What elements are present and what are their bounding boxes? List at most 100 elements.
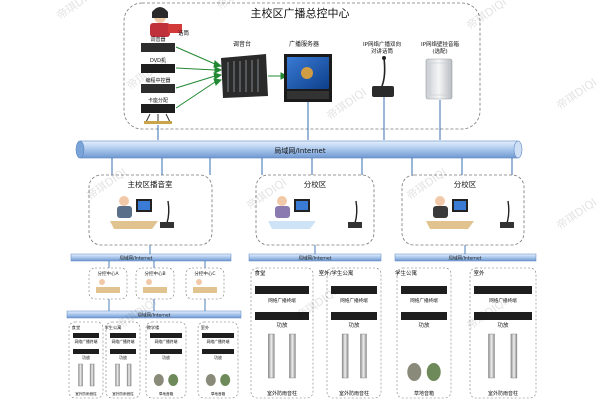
lawn-speaker-icon: [220, 374, 231, 386]
page-title: 主校区广播总控中心: [251, 6, 350, 20]
header-to-lan-links: [157, 97, 441, 140]
amplifier-label: 功放: [162, 354, 170, 360]
mixer-label: 调音台: [233, 40, 251, 48]
sub-control-centers: 分控中心A 分控中心B 分控中心C: [88, 267, 225, 300]
microphone-tag: 话筒: [178, 29, 190, 37]
column-speaker-icon: [126, 363, 132, 387]
terminal-label: 网络广播终端: [340, 297, 368, 304]
source-device-label-3: 卡座分配: [148, 97, 168, 104]
amplifier-device: [150, 349, 182, 354]
zone-name: 学生公寓: [395, 269, 418, 277]
terminal-label: 网络广播终端: [207, 339, 230, 344]
column-speaker-icon: [360, 333, 367, 379]
lan-label: 局域网/Internet: [274, 146, 325, 155]
column-speaker-icon: [78, 363, 83, 387]
source-device-label-1: DVD机: [150, 57, 166, 64]
sub-lan-label-1: 局域网/Internet: [299, 255, 332, 262]
ip-speaker-label-1: (选配): [432, 47, 447, 55]
controller-device: [141, 84, 175, 93]
column-speaker-icon: [341, 333, 349, 379]
dvd-device: [141, 64, 175, 73]
speaker-label: 草地音箱: [414, 390, 434, 397]
watermark-text: 帝琪DIQI: [554, 195, 599, 233]
speaker-label: 草地音箱: [159, 391, 174, 396]
amplifier-device: [202, 349, 234, 354]
amplifier-device: [331, 312, 377, 320]
zone-frame: [197, 321, 239, 399]
watermark-text: 帝琪DIQI: [54, 0, 99, 22]
sub-control-label-1: 分控中心B: [144, 270, 165, 277]
zone-name: 室外/学生公寓: [319, 269, 354, 277]
server-label: 广播服务器: [289, 40, 319, 48]
terminal-device: [255, 286, 309, 294]
sub-lan-label-3: 局域网/Internet: [138, 312, 171, 319]
column-speaker-icon: [289, 333, 296, 379]
terminal-label: 网络广播终端: [75, 339, 98, 344]
lawn-speaker-icon: [168, 374, 179, 386]
tuner-device: [141, 43, 175, 52]
paging-microphone-icon: [372, 56, 394, 97]
terminal-device: [474, 286, 532, 294]
cassette-device: [141, 104, 175, 113]
speaker-label: 室外防雨音柱: [267, 390, 297, 397]
amplifier-device: [73, 349, 99, 354]
amplifier-label: 功放: [497, 321, 509, 329]
campus-label-1: 分校区: [304, 179, 327, 189]
sub-lan-label-2: 局域网/Internet: [449, 255, 482, 262]
amplifier-label: 功放: [418, 321, 430, 329]
ip-speaker-label-0: IP网络壁挂音箱: [421, 40, 459, 48]
terminal-label: 网络广播终端: [489, 297, 517, 304]
zone-name: 食堂: [254, 269, 266, 277]
terminal-device: [73, 333, 99, 338]
zone-frame: [250, 267, 314, 399]
ip-paging-label-0: IP网络广播双向: [363, 40, 401, 48]
campus-branch-1-box: 分校区: [255, 174, 375, 246]
sub-control-label-0: 分控中心A: [97, 270, 119, 277]
amplifier-device: [255, 312, 309, 320]
source-device-label-2: 编程中控器: [145, 77, 170, 84]
amplifier-label: 功放: [82, 354, 90, 360]
speaker-label: 室外防雨音柱: [488, 390, 518, 397]
campus-branch-2-box: 分校区: [401, 174, 525, 246]
column-speaker-icon: [268, 333, 275, 379]
amplifier-label: 功放: [119, 354, 127, 360]
zone-frame: [145, 321, 187, 399]
lan-pipe: [75, 140, 523, 159]
mixer-device: [221, 54, 268, 98]
zone-name: 学生公寓: [105, 324, 122, 331]
campus-label-2: 分校区: [454, 179, 477, 189]
campus-label-0: 主校区播音室: [128, 179, 173, 189]
terminal-device: [331, 286, 377, 294]
zone-frame: [469, 267, 537, 399]
terminal-label: 网络广播终端: [112, 339, 135, 344]
speaker-label: 草地音箱: [211, 391, 226, 396]
amplifier-device: [110, 349, 136, 354]
sub-control-label-2: 分控中心C: [194, 270, 215, 277]
campus-to-sublan-links: [108, 245, 466, 311]
amplifier-device: [401, 312, 447, 320]
column-speaker-icon: [115, 363, 120, 387]
watermark-text: 帝琪DIQI: [464, 0, 509, 32]
terminal-device: [202, 333, 234, 338]
terminal-device: [401, 286, 447, 294]
terminal-device: [110, 333, 136, 338]
amplifier-label: 功放: [276, 321, 288, 329]
wall-speaker-icon: [425, 58, 453, 100]
column-speaker-icon: [488, 333, 495, 379]
lawn-speaker-icon: [407, 363, 422, 381]
terminal-label: 网络广播终端: [410, 297, 438, 304]
terminal-label: 网络广播终端: [155, 339, 178, 344]
column-speaker-icon: [510, 333, 518, 379]
amplifier-device: [474, 312, 532, 320]
lan-drops: [111, 158, 513, 175]
zone-frame: [326, 267, 382, 399]
